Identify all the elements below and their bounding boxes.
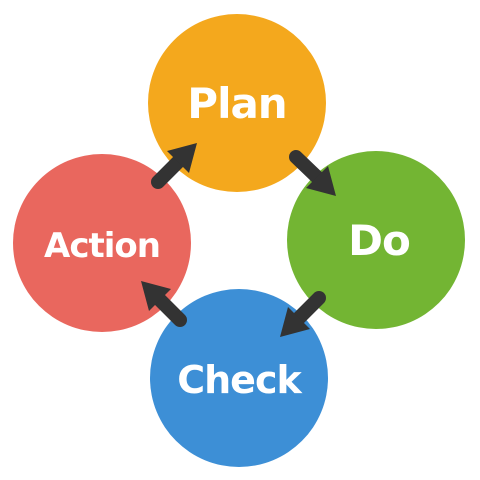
do-node: Do [287, 151, 465, 329]
arrow-do-to-check [280, 291, 326, 337]
arrow-action-to-plan [151, 143, 197, 189]
plan-label: Plan [187, 79, 286, 128]
do-label: Do [348, 216, 410, 265]
arrow-check-to-action [141, 281, 187, 327]
do-circle [287, 151, 465, 329]
action-label: Action [44, 226, 160, 266]
check-label: Check [177, 358, 302, 402]
arrow-plan-to-do [289, 150, 336, 196]
